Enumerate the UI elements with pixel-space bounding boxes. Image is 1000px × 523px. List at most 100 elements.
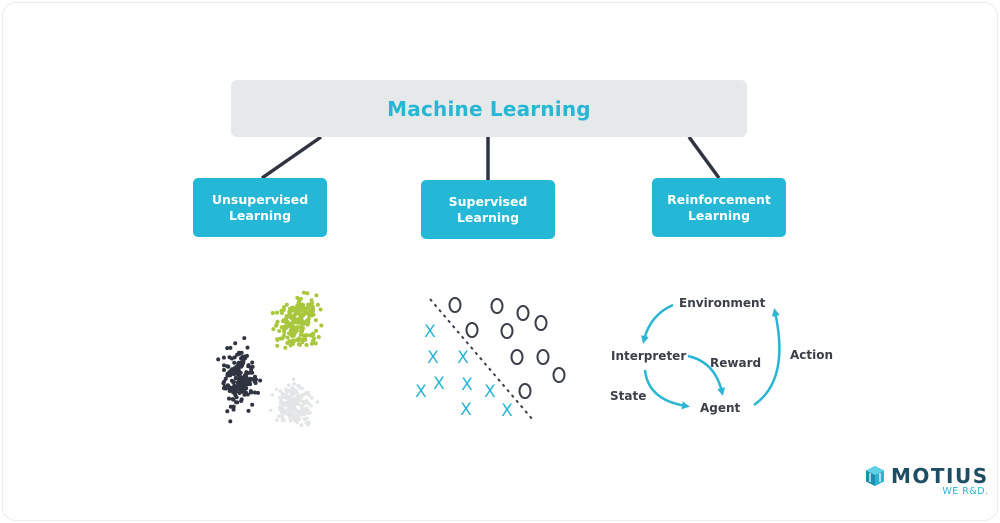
light-cluster-point [285,412,290,416]
class-o-marker [465,322,479,338]
green-cluster-point [291,341,296,346]
unsupervised-learning-box: Unsupervised Learning [193,178,327,237]
light-cluster-point [279,410,284,415]
dark-cluster-point [229,368,234,373]
dark-cluster-point [245,371,250,376]
green-cluster-point [316,335,321,339]
green-cluster-point [305,306,310,311]
light-cluster-point [290,386,295,390]
light-cluster-point [299,413,303,417]
green-cluster-point [295,295,300,300]
green-cluster-point [291,307,296,312]
class-x-marker: X [457,348,469,368]
light-cluster-point [268,408,273,413]
cluster-scatter [216,290,324,428]
dark-cluster-point [247,376,252,381]
green-cluster-point [313,318,318,323]
dark-cluster-point [233,341,238,346]
light-cluster-point [304,421,309,425]
edge-label-action: Action [790,348,833,362]
supervised-label-line2: Learning [456,209,520,225]
dark-cluster-point [237,374,242,379]
green-cluster-point [299,317,304,321]
dark-cluster-point [248,382,253,387]
light-cluster-point [270,393,275,397]
light-cluster-point [279,403,284,407]
green-cluster-point [308,333,313,338]
connector-unsupervised [261,135,322,180]
light-cluster-point [299,395,304,400]
supervised-label-line1: Supervised [448,193,528,209]
decision-boundary [429,298,534,421]
dark-cluster-point [238,389,243,394]
dark-cluster-point [222,384,227,389]
light-cluster-point [302,412,307,417]
light-cluster-point [304,391,308,395]
dark-cluster-point [250,360,255,365]
light-cluster-point [300,403,304,408]
green-cluster-point [279,325,284,330]
green-cluster-point [314,328,319,333]
dark-cluster-point [235,400,240,405]
green-cluster-point [270,311,275,315]
class-x-marker: X [501,401,513,421]
dark-cluster-point [238,370,243,375]
green-cluster-point [275,343,280,348]
dark-cluster-point [228,345,233,350]
dark-cluster-point [232,387,237,392]
green-cluster-point [307,313,312,318]
dark-cluster-point [227,386,232,391]
dark-cluster-point [250,402,255,407]
green-cluster-point [314,293,319,298]
dark-cluster-point [229,356,234,361]
dark-cluster-point [235,380,240,385]
light-cluster-point [289,397,294,402]
edge-label-state: State [610,389,646,403]
dark-cluster-point [231,404,236,409]
class-x-marker: X [415,382,427,402]
dark-cluster-point [222,363,226,368]
light-cluster-point [280,414,284,419]
dark-cluster-point [233,393,238,398]
light-cluster-point [287,404,292,408]
dark-cluster-point [242,336,247,341]
dark-cluster-point [232,383,237,388]
class-x-marker: X [461,375,473,395]
arrow-agent-to-environment-action [753,308,781,407]
dark-cluster-point [252,390,257,395]
class-o-marker [500,323,514,339]
green-cluster-point [281,307,286,312]
class-o-marker [516,305,530,321]
light-cluster-point [308,411,312,415]
dark-cluster-point [243,356,248,361]
green-cluster-point [287,331,291,336]
green-cluster-point [288,315,293,320]
light-cluster-point [288,418,293,423]
green-cluster-point [301,333,306,338]
unsupervised-label-line1: Unsupervised [211,191,309,207]
green-cluster-point [309,341,314,346]
dark-cluster-point [237,384,242,388]
light-cluster-point [292,399,297,403]
light-cluster-point [306,401,310,405]
class-o-marker [448,297,462,313]
green-cluster-point [285,335,290,340]
green-cluster-point [305,322,310,327]
reinforcement-label-line2: Learning [687,207,751,223]
dark-cluster-point [231,407,236,412]
green-cluster-point [275,337,280,342]
light-cluster-point [315,400,320,404]
dark-cluster-point [227,396,231,401]
root-title: Machine Learning [387,96,591,121]
green-cluster-point [310,300,314,305]
light-cluster-point [293,402,298,406]
machine-learning-box: Machine Learning [231,80,747,137]
light-cluster-point [287,408,292,413]
green-cluster-point [310,310,315,315]
arrow-interpreter-to-agent-state [643,369,690,410]
green-cluster-point [312,336,317,341]
dark-cluster-point [248,365,253,370]
light-cluster-point [294,410,298,415]
class-o-marker [510,349,524,365]
dark-cluster-point [239,399,244,403]
